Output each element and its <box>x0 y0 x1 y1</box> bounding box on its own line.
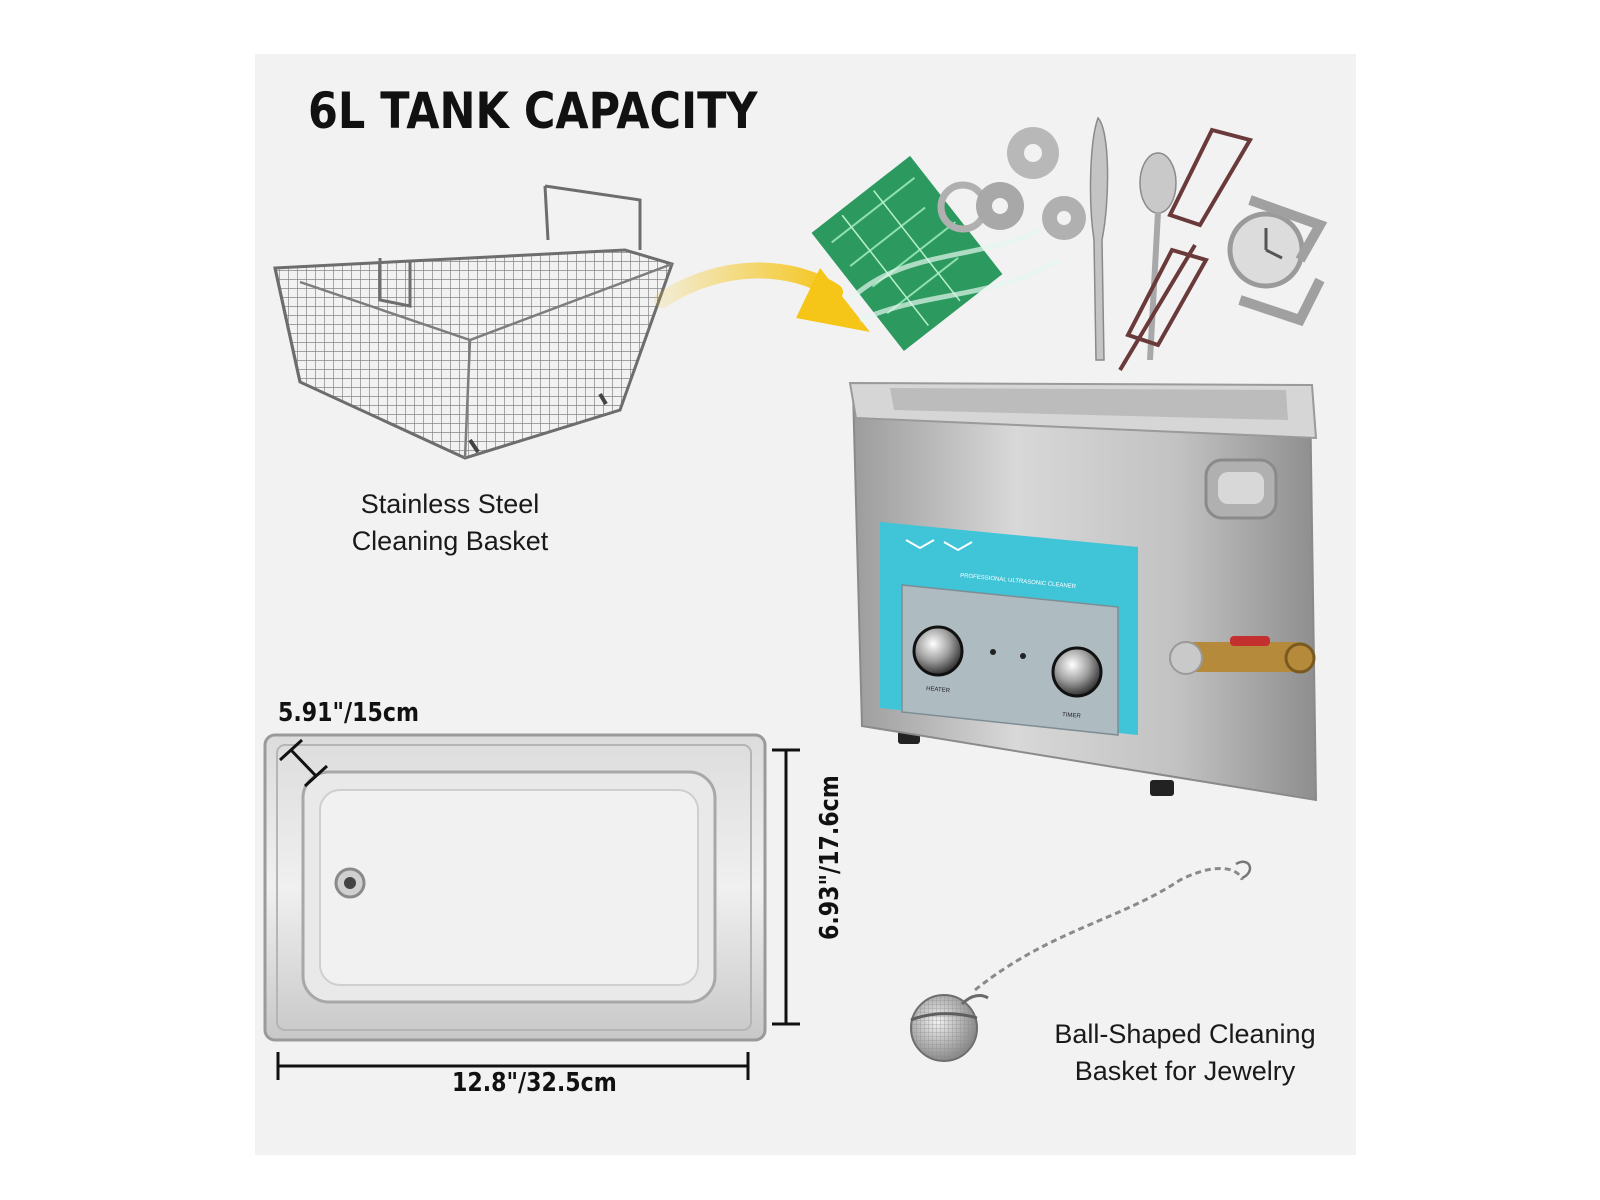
basket-caption: Stainless Steel Cleaning Basket <box>326 486 574 560</box>
depth-dimension-label: 5.91"/15cm <box>278 698 420 728</box>
height-dimension-label: 6.93"/17.6cm <box>815 775 845 940</box>
page-title: 6L TANK CAPACITY <box>308 82 758 140</box>
tank-tray-image <box>263 733 767 1042</box>
ball-caption-line-2: Basket for Jewelry <box>1074 1056 1296 1086</box>
basket-caption-line-1: Stainless Steel <box>360 489 540 519</box>
cleaning-items-image <box>811 116 1328 372</box>
width-dimension-label: 12.8"/32.5cm <box>452 1068 617 1098</box>
basket-caption-line-2: Cleaning Basket <box>351 526 549 556</box>
ball-caption-line-1: Ball-Shaped Cleaning <box>1054 1019 1316 1049</box>
arrow-icon <box>654 262 870 332</box>
ultrasonic-cleaner-image <box>848 381 1318 802</box>
wire-basket-image <box>273 184 674 460</box>
ball-basket-image <box>910 860 1252 1062</box>
ball-basket-caption: Ball-Shaped Cleaning Basket for Jewelry <box>1035 1016 1335 1090</box>
dimension-lines <box>276 738 800 1080</box>
